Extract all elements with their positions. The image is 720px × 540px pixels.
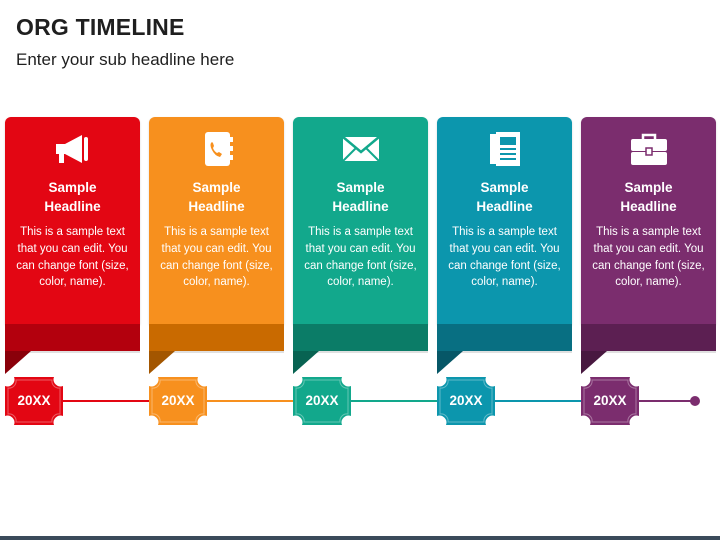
- newspaper-icon: [437, 131, 572, 167]
- milestone-band-4: [437, 324, 572, 353]
- date-badge-3: 20XX: [293, 377, 351, 425]
- milestone-card-1: Sample Headline This is a sample text th…: [5, 117, 140, 324]
- milestone-headline: Headline: [620, 199, 677, 214]
- milestone-body: This is a sample text that you can edit.…: [448, 226, 561, 289]
- bottom-bar: [0, 536, 720, 540]
- milestone-card-4: Sample Headline This is a sample text th…: [437, 117, 572, 324]
- milestone-headline: Headline: [332, 199, 389, 214]
- milestone-pointer-4: [437, 351, 463, 374]
- date-label: 20XX: [449, 393, 483, 408]
- timeline-segment-3: [348, 400, 438, 402]
- date-badge-2: 20XX: [149, 377, 207, 425]
- milestone-band-1: [5, 324, 140, 353]
- date-badge-1: 20XX: [5, 377, 63, 425]
- milestone-card-3: Sample Headline This is a sample text th…: [293, 117, 428, 324]
- milestone-band-5: [581, 324, 716, 353]
- megaphone-icon: [5, 131, 140, 167]
- milestone-headline: Headline: [188, 199, 245, 214]
- page-title: ORG TIMELINE: [16, 14, 185, 40]
- timeline-segment-2: [204, 400, 294, 402]
- milestone-card-5: Sample Headline This is a sample text th…: [581, 117, 716, 324]
- milestone-pointer-2: [149, 351, 175, 374]
- date-label: 20XX: [593, 393, 627, 408]
- milestone-card-2: Sample Headline This is a sample text th…: [149, 117, 284, 324]
- milestone-headline: Sample: [192, 180, 241, 195]
- page-subtitle: Enter your sub headline here: [16, 50, 235, 69]
- milestone-band-2: [149, 324, 284, 353]
- milestone-headline: Sample: [480, 180, 529, 195]
- milestone-headline: Sample: [624, 180, 673, 195]
- date-label: 20XX: [305, 393, 339, 408]
- milestone-headline: Sample: [336, 180, 385, 195]
- date-label: 20XX: [161, 393, 195, 408]
- milestone-body: This is a sample text that you can edit.…: [304, 226, 417, 289]
- date-badge-4: 20XX: [437, 377, 495, 425]
- milestone-headline: Sample: [48, 180, 97, 195]
- milestone-band-3: [293, 324, 428, 353]
- timeline-segment-4: [492, 400, 582, 402]
- timeline-segment-5: [636, 400, 694, 402]
- milestone-pointer-3: [293, 351, 319, 374]
- milestone-body: This is a sample text that you can edit.…: [592, 226, 705, 289]
- milestone-body: This is a sample text that you can edit.…: [160, 226, 273, 289]
- milestone-headline: Headline: [44, 199, 101, 214]
- milestone-pointer-1: [5, 351, 31, 374]
- milestone-body: This is a sample text that you can edit.…: [16, 226, 129, 289]
- timeline-end-dot: [690, 396, 700, 406]
- envelope-icon: [293, 131, 428, 167]
- timeline-segment-1: [60, 400, 150, 402]
- milestone-pointer-5: [581, 351, 607, 374]
- briefcase-icon: [581, 131, 716, 167]
- date-badge-5: 20XX: [581, 377, 639, 425]
- date-label: 20XX: [17, 393, 51, 408]
- milestone-headline: Headline: [476, 199, 533, 214]
- address-book-icon: [149, 131, 284, 167]
